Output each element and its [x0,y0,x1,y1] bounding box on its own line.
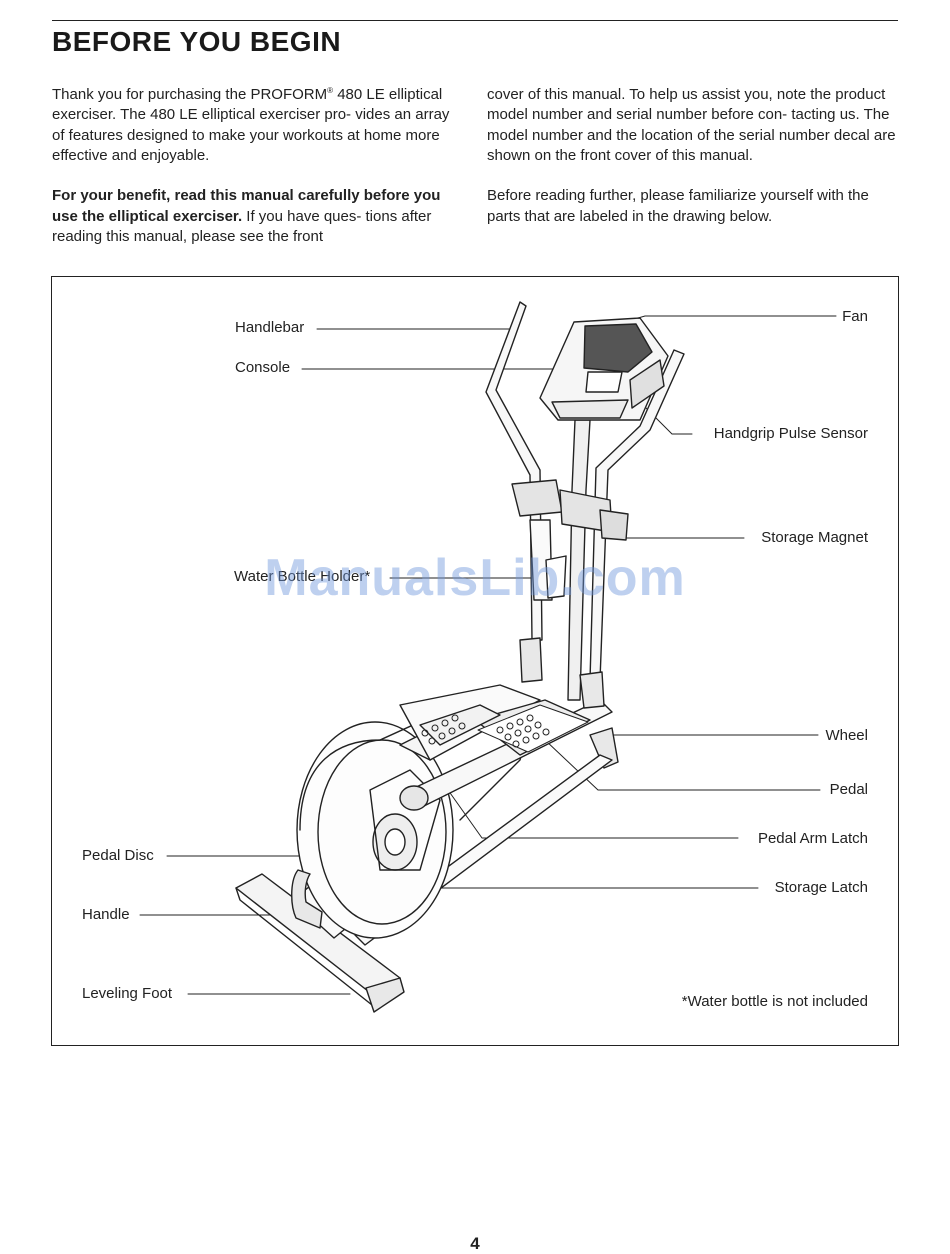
column-bracket [511,479,629,601]
top-rule [52,20,898,21]
handlebars [485,301,685,709]
label-water-bottle-holder: Water Bottle Holder* [234,568,371,585]
label-pedal-disc: Pedal Disc [82,847,154,864]
handle-grip [291,869,323,929]
pedal-treads [421,704,589,753]
label-storage-latch: Storage Latch [774,879,868,896]
page-title: BEFORE YOU BEGIN [52,26,342,57]
label-console: Console [235,359,291,376]
label-storage-magnet: Storage Magnet [761,529,868,546]
watermark: ManualsLib.com [264,549,686,607]
label-pedal: Pedal [829,781,868,798]
page-number: 4 [470,1234,480,1253]
label-leveling-foot: Leveling Foot [82,985,173,1002]
water-bottle-note: *Water bottle is not included [681,993,868,1010]
intro-column-right: cover of this manual. To help us assist … [487,85,897,247]
label-handlebar: Handlebar [235,319,305,336]
bold-instruction: For your benefit, read this manual caref… [52,187,441,225]
label-fan: Fan [842,308,868,325]
parts-diagram-frame [51,276,899,1046]
intro-paragraph-3: cover of this manual. To help us assist … [487,86,896,164]
pedal-arms [399,684,613,811]
label-wheel: Wheel [825,727,868,744]
label-handle: Handle [82,906,130,923]
label-handgrip-pulse-sensor: Handgrip Pulse Sensor [713,425,868,442]
intro-paragraph-4: Before reading further, please familiari… [487,187,869,225]
intro-paragraph-2: For your benefit, read this manual caref… [52,187,441,246]
intro-column-left: Thank you for purchasing the PROFORM® 48… [52,85,462,268]
intro-paragraph-1: Thank you for purchasing the PROFORM® 48… [52,86,450,164]
label-pedal-arm-latch: Pedal Arm Latch [757,830,868,847]
registered-mark: ® [327,86,334,95]
console-unit [539,317,669,421]
